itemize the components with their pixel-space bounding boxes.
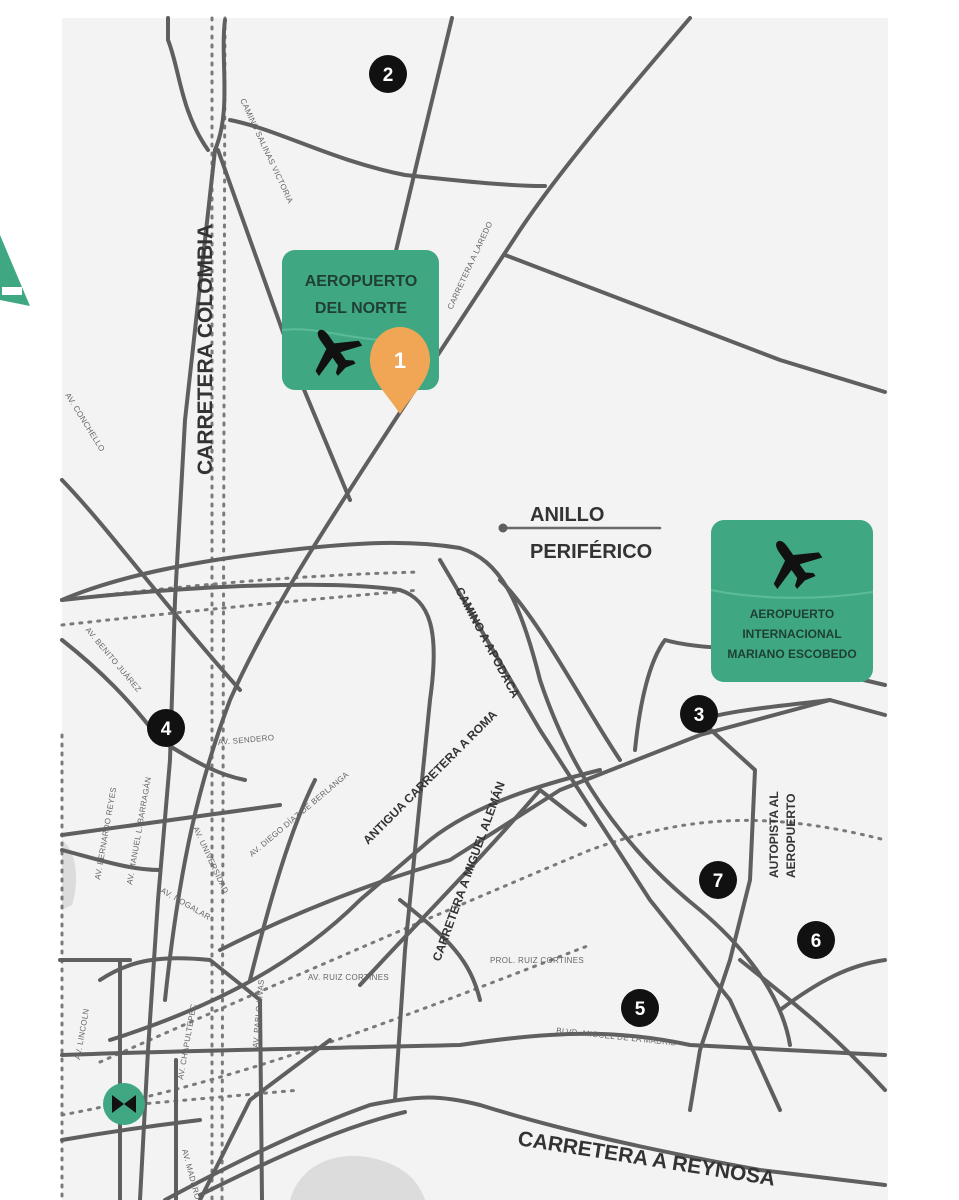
label-carretera-colombia: CARRETERA COLOMBIA [194,224,217,475]
numbered-point-3[interactable]: 3 [680,695,718,733]
airport-norte-title-line-1: AEROPUERTO [305,273,418,290]
numbered-point-label: 3 [694,705,705,726]
map-pin-icon[interactable]: 1 [370,327,430,414]
airport-norte-title-line-2: DEL NORTE [315,300,407,317]
label-autopista-1: AUTOPISTA AL [767,791,781,878]
airplane-icon [773,540,823,590]
numbered-point-label: 6 [811,931,822,952]
numbered-point-6[interactable]: 6 [797,921,835,959]
airport-internacional-line-2: INTERNACIONAL [742,627,841,641]
anillo-periferico-dot [498,523,508,533]
numbered-point-2[interactable]: 2 [369,55,407,93]
label-periferico: PERIFÉRICO [530,540,652,563]
airport-internacional-box[interactable] [711,520,873,682]
numbered-point-badge[interactable] [680,695,718,733]
numbered-point-label: 4 [161,719,172,740]
numbered-point-label: 2 [383,65,394,86]
numbered-point-badge[interactable] [797,921,835,959]
numbered-point-label: 5 [635,999,646,1020]
edge-logo-fragment [2,287,22,295]
numbered-point-5[interactable]: 5 [621,989,659,1027]
label-anillo: ANILLO [530,504,604,526]
label-prol-ruiz-cortines: PROL. RUIZ CORTINES [490,956,584,965]
map-pin-shape[interactable] [370,327,430,414]
airport-internacional-line-3: MARIANO ESCOBEDO [727,647,856,661]
numbered-point-label: 7 [713,871,724,892]
railways [60,16,887,1200]
label-autopista-2: AEROPUERTO [784,794,798,878]
airplane-icon [315,329,363,376]
numbered-point-badge[interactable] [699,861,737,899]
terrain-patch [290,1155,425,1200]
numbered-point-badge[interactable] [369,55,407,93]
metro-station-symbol [112,1095,136,1113]
metro-station-icon[interactable] [103,1083,145,1125]
numbered-point-4[interactable]: 4 [147,709,185,747]
airport-internacional-box-road [710,589,874,599]
numbered-point-7[interactable]: 7 [699,861,737,899]
roads [58,16,887,1200]
label-av-ruiz-cortines: AV. RUIZ CORTINES [308,973,389,982]
numbered-point-badge[interactable] [621,989,659,1027]
numbered-point-badge[interactable] [147,709,185,747]
terrain-patch [62,840,77,910]
map-pin-label: 1 [394,348,406,373]
airport-internacional-line-1: AEROPUERTO [750,607,834,621]
airport-internacional[interactable]: AEROPUERTO INTERNACIONAL MARIANO ESCOBED… [710,520,874,682]
